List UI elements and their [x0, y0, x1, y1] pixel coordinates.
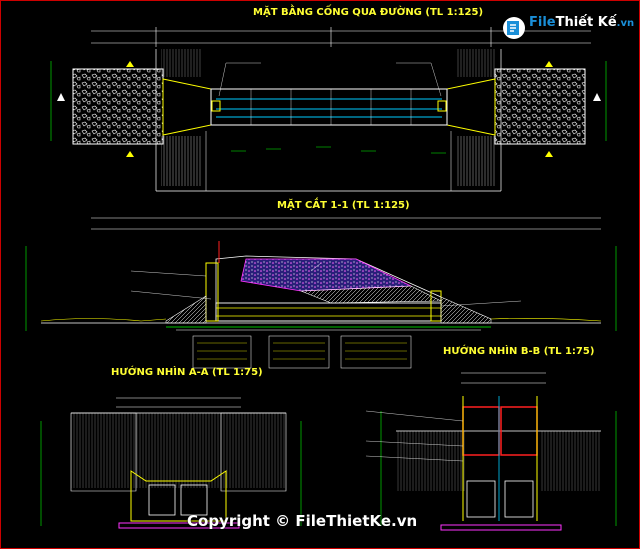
- view-bb: [365, 372, 617, 531]
- plan-view-title: MẶT BẰNG CỐNG QUA ĐƯỜNG (TL 1:125): [253, 7, 484, 18]
- logo-brand: File: [529, 15, 556, 30]
- view-aa-title: HƯỚNG NHÌN A-A (TL 1:75): [111, 367, 263, 378]
- logo-domain: .vn: [616, 18, 635, 29]
- copyright-watermark: Copyright © FileThietKe.vn: [187, 512, 418, 530]
- section-view: [25, 217, 617, 369]
- view-aa: [40, 397, 302, 529]
- plan-view: [50, 27, 607, 192]
- section-view-title: MẶT CẮT 1-1 (TL 1:125): [277, 200, 410, 211]
- view-bb-title: HƯỚNG NHÌN B-B (TL 1:75): [443, 346, 595, 357]
- logo-name: Thiết Kế: [555, 15, 617, 30]
- filethietke-logo-icon: [503, 17, 525, 39]
- logo-wordmark: FileThiết Kế.vn: [529, 15, 634, 30]
